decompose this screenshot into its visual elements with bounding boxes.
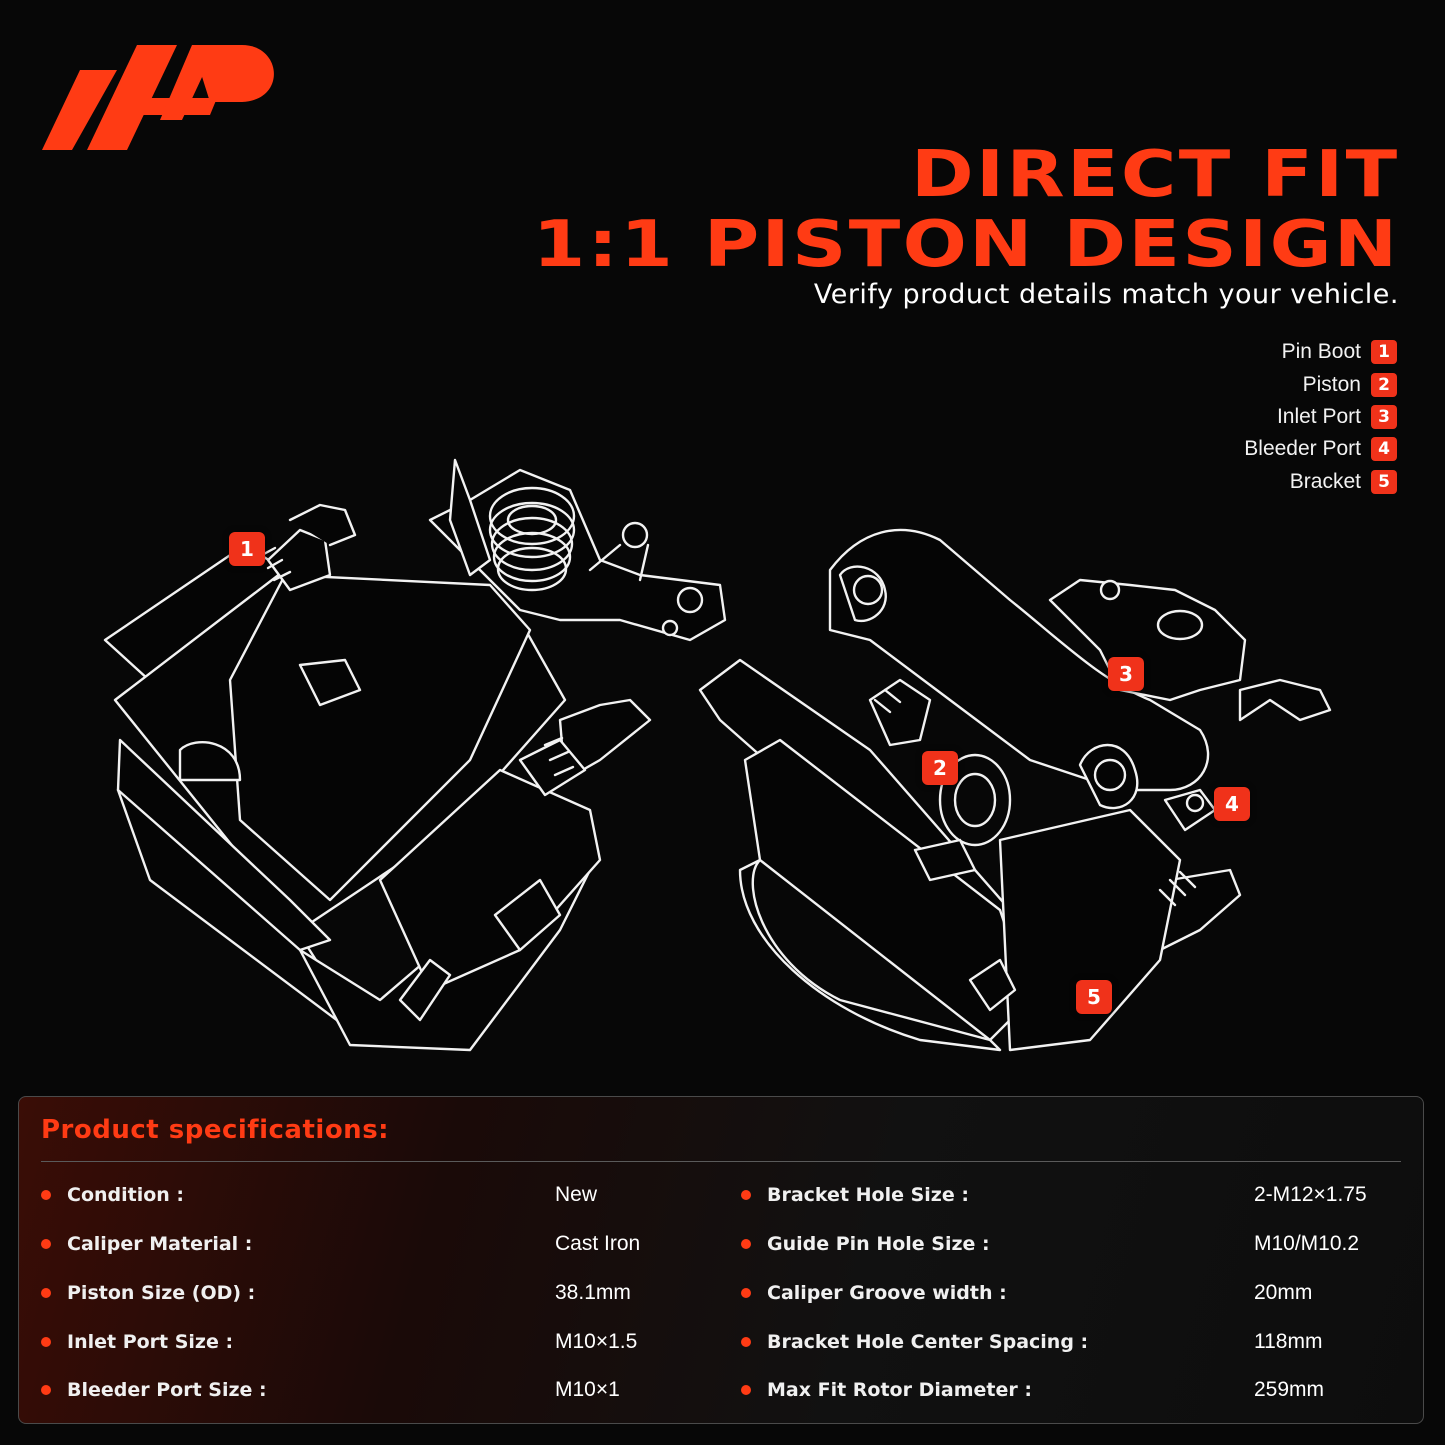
callout-badge-piston: 2 bbox=[922, 751, 958, 785]
legend-number-badge: 2 bbox=[1371, 372, 1397, 397]
spec-label: Max Fit Rotor Diameter : bbox=[767, 1379, 1032, 1401]
spec-row: Caliper Material : bbox=[41, 1224, 252, 1264]
bullet-icon bbox=[741, 1288, 751, 1298]
spec-value: 20mm bbox=[1254, 1281, 1313, 1304]
bullet-icon bbox=[41, 1239, 51, 1249]
spec-row: Guide Pin Hole Size : bbox=[741, 1224, 990, 1264]
callout-badge-bleeder-port: 4 bbox=[1214, 787, 1250, 821]
specifications-title: Product specifications: bbox=[41, 1115, 390, 1145]
spec-value: M10×1 bbox=[555, 1378, 620, 1401]
spec-value: M10/M10.2 bbox=[1254, 1232, 1360, 1255]
right-caliper-drawing bbox=[698, 528, 1332, 1052]
legend-label: Bleeder Port bbox=[1244, 437, 1361, 461]
spec-row: Bracket Hole Size : bbox=[741, 1175, 969, 1215]
legend-number-badge: 3 bbox=[1371, 404, 1397, 429]
spec-row: Piston Size (OD) : bbox=[41, 1273, 255, 1313]
bullet-icon bbox=[741, 1239, 751, 1249]
legend-item: Bleeder Port 4 bbox=[1244, 433, 1397, 465]
left-caliper-spring bbox=[488, 486, 576, 592]
spec-label: Inlet Port Size : bbox=[67, 1331, 234, 1353]
spec-value: 2-M12×1.75 bbox=[1254, 1183, 1367, 1206]
spec-row: Inlet Port Size : bbox=[41, 1322, 233, 1362]
specifications-panel: Product specifications: Condition : New … bbox=[18, 1096, 1424, 1424]
spec-label: Bracket Hole Center Spacing : bbox=[767, 1331, 1089, 1353]
spec-label: Guide Pin Hole Size : bbox=[767, 1233, 990, 1255]
spec-row: Max Fit Rotor Diameter : bbox=[741, 1370, 1032, 1410]
parts-legend: Pin Boot 1 Piston 2 Inlet Port 3 Bleeder… bbox=[1244, 336, 1397, 498]
callout-badge-inlet-port: 3 bbox=[1108, 657, 1144, 691]
bullet-icon bbox=[741, 1190, 751, 1200]
callout-badge-pin-boot: 1 bbox=[229, 532, 265, 566]
spec-row: Caliper Groove width : bbox=[741, 1273, 1007, 1313]
headline-line-1: DIRECT FIT bbox=[910, 138, 1399, 212]
legend-label: Piston bbox=[1302, 372, 1361, 396]
legend-item: Pin Boot 1 bbox=[1244, 336, 1397, 368]
bullet-icon bbox=[41, 1385, 51, 1395]
headline: DIRECT FIT 1:1 PISTON DESIGN bbox=[532, 140, 1399, 280]
left-caliper-drawing bbox=[103, 458, 727, 1052]
legend-item: Piston 2 bbox=[1244, 368, 1397, 400]
spec-label: Bracket Hole Size : bbox=[767, 1184, 969, 1206]
divider bbox=[41, 1161, 1401, 1162]
headline-line-2: 1:1 PISTON DESIGN bbox=[532, 208, 1399, 282]
bullet-icon bbox=[41, 1190, 51, 1200]
subheadline: Verify product details match your vehicl… bbox=[813, 279, 1399, 310]
callout-badge-bracket: 5 bbox=[1076, 980, 1112, 1014]
spec-row: Bleeder Port Size : bbox=[41, 1370, 267, 1410]
a-premium-logo-icon bbox=[42, 45, 274, 150]
bullet-icon bbox=[41, 1337, 51, 1347]
spec-value: 118mm bbox=[1254, 1330, 1323, 1353]
spec-row: Condition : bbox=[41, 1175, 184, 1215]
legend-number-badge: 4 bbox=[1371, 437, 1397, 462]
legend-number-badge: 5 bbox=[1371, 469, 1397, 494]
spec-value: Cast Iron bbox=[555, 1232, 641, 1255]
spec-value: M10×1.5 bbox=[555, 1330, 638, 1353]
spec-label: Bleeder Port Size : bbox=[67, 1379, 267, 1401]
caliper-line-drawing bbox=[103, 458, 1332, 1052]
legend-label: Pin Boot bbox=[1281, 340, 1361, 364]
spec-label: Piston Size (OD) : bbox=[67, 1282, 256, 1304]
bullet-icon bbox=[41, 1288, 51, 1298]
spec-label: Caliper Groove width : bbox=[767, 1282, 1007, 1304]
legend-label: Bracket bbox=[1289, 469, 1361, 493]
right-caliper-pin-boots bbox=[873, 688, 1197, 907]
spec-row: Bracket Hole Center Spacing : bbox=[741, 1322, 1088, 1362]
legend-number-badge: 1 bbox=[1371, 340, 1397, 365]
spec-value: 38.1mm bbox=[555, 1281, 631, 1304]
spec-value: 259mm bbox=[1254, 1378, 1325, 1401]
left-caliper-pin-boots bbox=[260, 546, 575, 777]
bullet-icon bbox=[741, 1337, 751, 1347]
spec-value: New bbox=[555, 1183, 598, 1206]
spec-label: Caliper Material : bbox=[67, 1233, 253, 1255]
bullet-icon bbox=[741, 1385, 751, 1395]
legend-label: Inlet Port bbox=[1276, 404, 1361, 428]
legend-item: Bracket 5 bbox=[1244, 466, 1397, 498]
legend-item: Inlet Port 3 bbox=[1244, 401, 1397, 433]
spec-label: Condition : bbox=[67, 1184, 185, 1206]
